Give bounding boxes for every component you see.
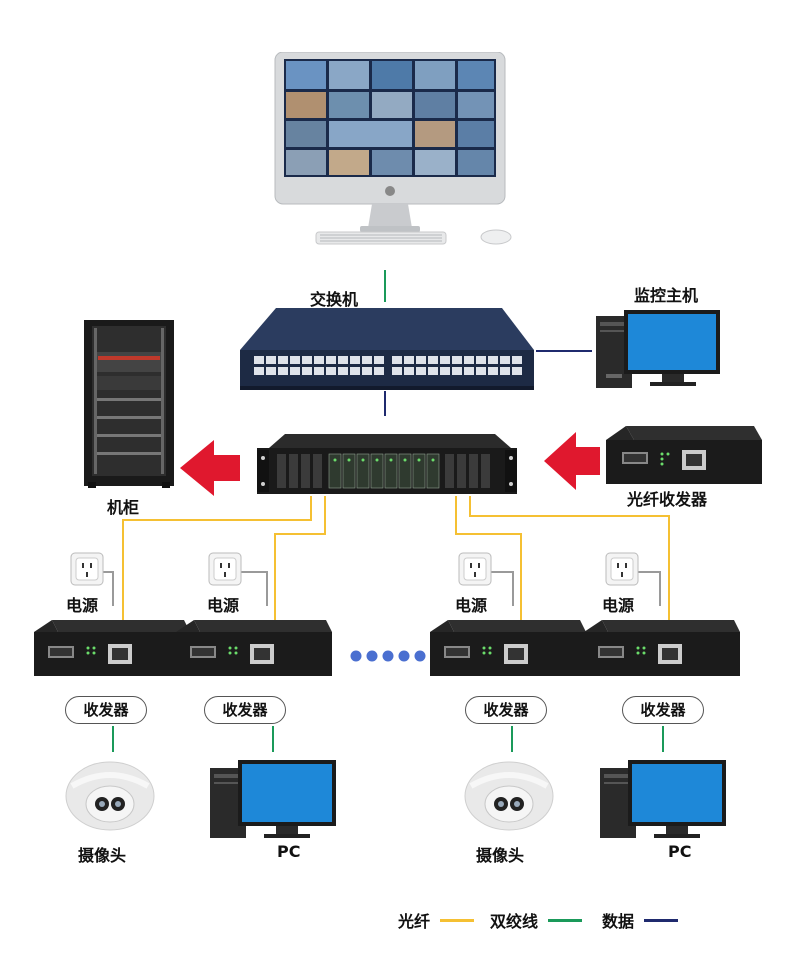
ellipsis-dot — [366, 650, 378, 662]
power-label: 电源 — [66, 596, 99, 615]
fiber-line-4 — [469, 496, 670, 622]
legend-fiber-label: 光纤 — [398, 912, 431, 931]
transceiver-icon — [176, 620, 332, 676]
monitor-display-icon — [274, 52, 512, 245]
ellipsis-dot — [398, 650, 410, 662]
pc-label: PC — [277, 842, 301, 861]
legend-fiber-swatch — [440, 918, 475, 922]
fiber-line-3 — [455, 496, 522, 622]
converter-chassis-icon — [257, 434, 517, 494]
power-outlet-icon — [70, 552, 104, 586]
power-cord-3 — [490, 571, 514, 606]
cabinet-icon — [84, 320, 174, 488]
monitor-host-icon — [596, 310, 720, 388]
transceiver-icon — [584, 620, 740, 676]
arrow-left-to-cabinet — [180, 440, 240, 496]
legend-twisted-pair-swatch — [548, 918, 583, 922]
fiber-line-1 — [122, 496, 312, 622]
legend-twisted-pair-label: 双绞线 — [490, 912, 539, 931]
legend-data-swatch — [644, 918, 679, 922]
power-label: 电源 — [602, 596, 635, 615]
power-outlet-icon — [458, 552, 492, 586]
arrow-left-from-transceiver — [544, 432, 600, 490]
switch-label: 交换机 — [310, 290, 359, 309]
legend-data-label: 数据 — [602, 912, 635, 931]
fiber-line-2 — [274, 496, 326, 622]
power-cord-1 — [100, 571, 114, 606]
power-cord-2 — [240, 571, 268, 606]
transceiver-label: 收发器 — [622, 696, 704, 724]
transceiver-icon — [430, 620, 586, 676]
ellipsis-dot — [350, 650, 362, 662]
power-outlet-icon — [208, 552, 242, 586]
legend: 光纤 双绞线 数据 — [398, 908, 679, 932]
power-cord-4 — [637, 571, 661, 606]
pc-icon — [600, 760, 726, 838]
camera-icon — [65, 761, 155, 831]
camera-icon — [464, 761, 554, 831]
transceiver-label: 收发器 — [65, 696, 147, 724]
power-outlet-icon — [605, 552, 639, 586]
transceiver-label: 收发器 — [465, 696, 547, 724]
camera-label: 摄像头 — [476, 846, 525, 865]
pc-label: PC — [668, 842, 692, 861]
ellipsis-dot — [414, 650, 426, 662]
fiber-transceiver-icon — [606, 426, 762, 484]
cabinet-label: 机柜 — [107, 498, 140, 517]
monitor-host-label: 监控主机 — [634, 286, 699, 305]
transceiver-label: 收发器 — [204, 696, 286, 724]
camera-label: 摄像头 — [78, 846, 127, 865]
power-label: 电源 — [455, 596, 488, 615]
switch-icon — [240, 308, 534, 390]
ellipsis-dot — [382, 650, 394, 662]
transceiver-icon — [34, 620, 190, 676]
power-label: 电源 — [207, 596, 240, 615]
pc-icon — [210, 760, 336, 838]
fiber-transceiver-label: 光纤收发器 — [627, 490, 708, 509]
